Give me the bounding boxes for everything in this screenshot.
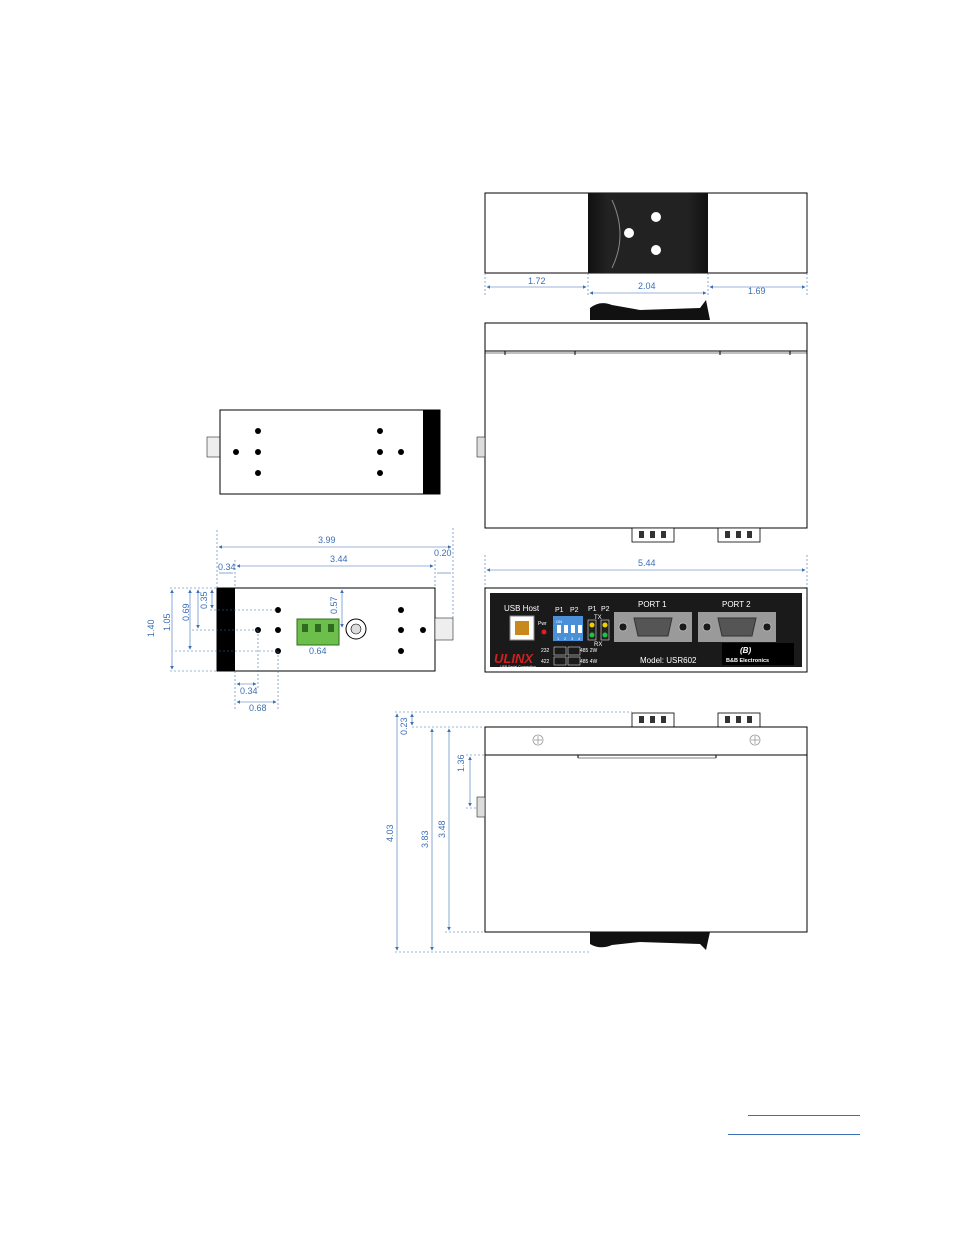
dim-0-64: 0.64 [309,646,327,656]
pwr-label: Pwr [538,621,547,627]
top-view: 1.72 2.04 1.69 [484,192,808,320]
dip-num-1: 1 [557,636,560,641]
model-label: Model: USR602 [640,656,697,665]
mode-485-2w: 485 2W [580,648,598,654]
bb-logo-mark: (B) [740,646,751,655]
dim-3-44: 3.44 [330,554,348,564]
dim-0-34-bottom: 0.34 [240,686,258,696]
dimensioned-side-view: 0.64 3.99 3.44 0.34 0.20 1.40 1.05 0.69 … [146,528,454,713]
dim-3-48: 3.48 [437,820,447,838]
dim-1-72: 1.72 [528,276,546,286]
footer-link-line-1[interactable] [748,1103,860,1116]
dim-1-40: 1.40 [146,619,156,637]
dip-on-label: ON [556,619,562,624]
power-led [541,629,547,635]
led-p1-label: P1 [588,606,597,613]
mode-485-4w: 485 4W [580,659,598,665]
usb-host-label: USB Host [504,604,540,613]
mode-232: 232 [541,648,550,654]
front-view: 5.44 USB Host Pwr P1 P2 ON 1 2 3 4 P1 P2… [484,555,808,673]
dim-0-57: 0.57 [329,596,339,614]
dim-5-44: 5.44 [638,558,656,568]
p1-label: P1 [555,607,564,614]
bb-logo-box [722,643,794,665]
screw-hole [651,212,661,222]
dim-0-20: 0.20 [434,548,452,558]
dim-0-23: 0.23 [399,717,409,735]
usb-port [509,615,535,641]
screw-hole [624,228,634,238]
footer-link-line-2[interactable] [728,1122,860,1135]
port2-label: PORT 2 [722,600,751,609]
dip-num-3: 3 [571,636,574,641]
tx-label: TX [594,615,602,621]
rx-label: RX [594,642,602,648]
left-side-view [206,409,441,495]
led-p2-label: P2 [601,606,610,613]
dip-num-2: 2 [564,636,567,641]
dip-num-4: 4 [578,636,581,641]
dim-1-69: 1.69 [748,286,766,296]
dim-3-99: 3.99 [318,535,336,545]
dim-0-35: 0.35 [199,591,209,609]
dim-0-34: 0.34 [218,562,236,572]
mode-422: 422 [541,659,550,665]
dim-2-04: 2.04 [638,281,656,291]
dim-0-69: 0.69 [181,603,191,621]
bb-logo-text: B&B Electronics [726,658,769,664]
dim-1-36: 1.36 [456,754,466,772]
ulinx-logo: ULINX [494,651,534,666]
dim-1-05: 1.05 [162,613,172,631]
ulinx-sub: USB Serial Connection [500,665,536,669]
bottom-side-view: 0.23 1.36 3.48 3.83 4.03 [385,711,808,953]
port1-label: PORT 1 [638,600,667,609]
p2-label: P2 [570,607,579,614]
rear-view [476,322,808,543]
screw-hole [651,245,661,255]
dim-0-68: 0.68 [249,703,267,713]
dim-3-83: 3.83 [420,830,430,848]
dim-4-03: 4.03 [385,824,395,842]
